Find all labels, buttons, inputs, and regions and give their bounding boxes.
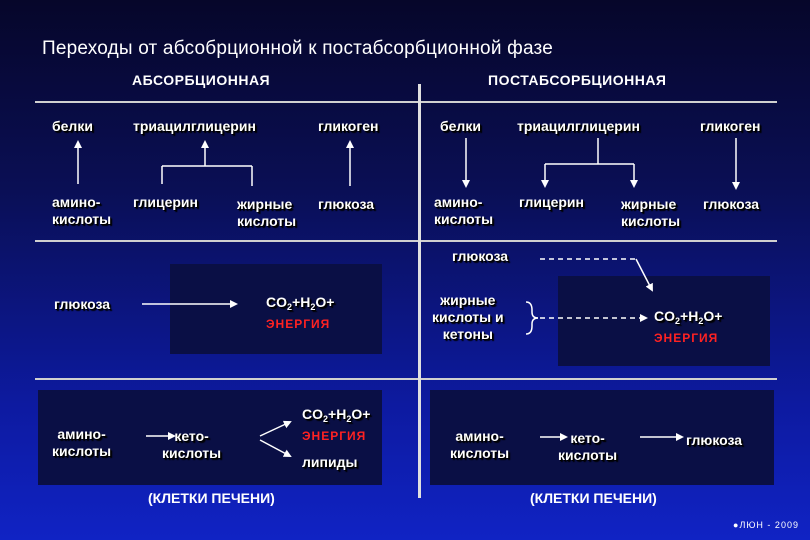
left-liver-amino-acids: амино-кислоты <box>52 426 112 459</box>
left-glycerol-fatty-bracket <box>161 140 253 186</box>
right-triacylglycerol: триацилглицерин <box>517 118 640 134</box>
right-liver-glucose: глюкоза <box>686 432 743 448</box>
left-liver-keto-acids: кето-кислоты <box>162 428 222 461</box>
right-co2-h2o: CO2+H2O+ <box>654 308 723 326</box>
left-liver-co2-h2o: CO2+H2O+ <box>302 406 371 424</box>
header-divider <box>35 101 777 103</box>
section-divider-1 <box>35 240 777 242</box>
copyright-credit: ●ЛЮН - 2009 <box>733 520 799 530</box>
left-energy: ЭНЕРГИЯ <box>266 317 331 331</box>
right-amino-acids: амино-кислоты <box>434 194 494 227</box>
left-panel-glucose: глюкоза <box>54 296 111 312</box>
left-glucose: глюкоза <box>318 196 375 212</box>
right-liver-amino-acids: амино-кислоты <box>450 428 510 461</box>
column-divider <box>418 84 421 498</box>
left-liver-panel <box>38 390 382 485</box>
left-triacylglycerol: триацилглицерин <box>133 118 256 134</box>
left-liver-energy: ЭНЕРГИЯ <box>302 429 367 443</box>
right-glycogen: гликоген <box>700 118 761 134</box>
left-proteins: белки <box>52 118 93 134</box>
left-liver-cells-label: (КЛЕТКИ ПЕЧЕНИ) <box>148 490 275 506</box>
header-postabsorptive: ПОСТАБСОРБЦИОННАЯ <box>488 72 667 88</box>
right-fk-dashed-arrow <box>525 301 648 335</box>
left-oxidation-panel <box>170 264 382 354</box>
right-glycerol: глицерин <box>519 194 584 210</box>
left-co2-h2o: CO2+H2O+ <box>266 294 335 312</box>
right-proteins: белки <box>440 118 481 134</box>
right-liver-cells-label: (КЛЕТКИ ПЕЧЕНИ) <box>530 490 657 506</box>
right-liver-keto-acids: кето-кислоты <box>558 430 618 463</box>
left-amino-acids: амино-кислоты <box>52 194 112 227</box>
left-liver-lipids: липиды <box>302 454 358 470</box>
right-oxidation-panel <box>558 276 770 366</box>
header-absorptive: АБСОРБЦИОННАЯ <box>132 72 271 88</box>
left-liver-keto-branch-arrows <box>259 420 292 457</box>
right-mid-glucose: глюкоза <box>452 248 509 264</box>
page-title: Переходы от абсобрционной к постабсорбци… <box>42 38 553 59</box>
copyright-icon: ● <box>733 520 740 530</box>
right-glucose-dashed-arrow <box>540 258 653 292</box>
left-glycogen: гликоген <box>318 118 379 134</box>
right-energy: ЭНЕРГИЯ <box>654 331 719 345</box>
section-divider-2 <box>35 378 777 380</box>
right-triacyl-bracket <box>541 138 638 188</box>
right-liver-panel <box>430 390 774 485</box>
right-glucose: глюкоза <box>703 196 760 212</box>
left-glycerol: глицерин <box>133 194 198 210</box>
